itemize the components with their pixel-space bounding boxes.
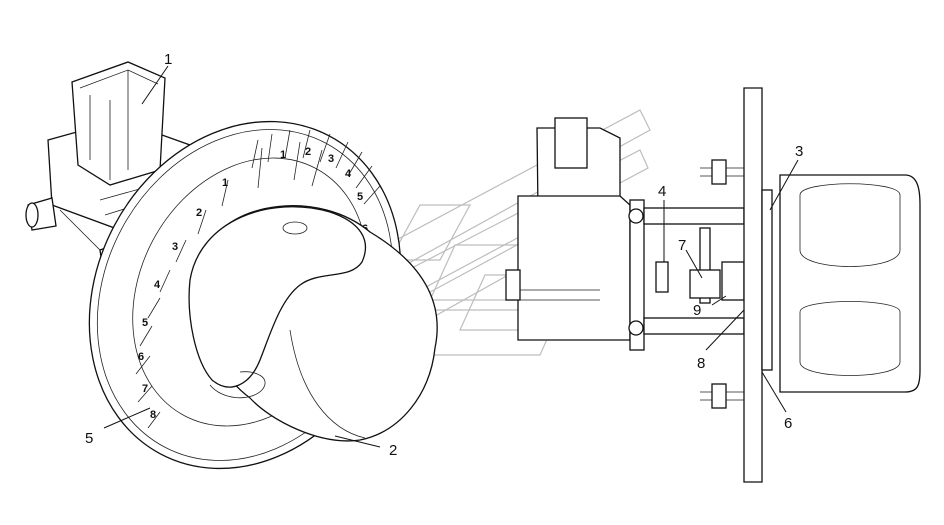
callout-8: 8	[697, 355, 705, 372]
dial-number: 6	[138, 351, 144, 363]
dial-number: 5	[142, 317, 148, 329]
dial-number: 4	[345, 168, 352, 180]
dial-number: 2	[305, 146, 311, 158]
mounting-bracket	[628, 199, 745, 351]
dial-number: 5	[357, 191, 363, 203]
callout-2: 2	[389, 442, 397, 459]
callout-1: 1	[164, 51, 172, 68]
rubber-cover	[779, 174, 921, 393]
dial-numbers: 1 2 3 4 5 6 1 2 3 4 5 6 7 8	[138, 146, 368, 421]
callout-6: 6	[784, 415, 792, 432]
dial-number: 2	[196, 207, 202, 219]
dial-tick-marks	[135, 129, 381, 429]
callout-4: 4	[658, 183, 666, 200]
control-knob	[188, 205, 438, 442]
callout-9: 9	[693, 302, 701, 319]
dial-number: 7	[142, 383, 148, 395]
mounting-plate	[700, 87, 773, 483]
valve-body	[505, 117, 631, 341]
dial-number: 1	[280, 149, 286, 161]
callout-5: 5	[85, 430, 93, 447]
callout-3: 3	[795, 143, 803, 160]
callout-leaders	[103, 65, 799, 448]
dial-number: 8	[150, 409, 156, 421]
dial-number: 3	[172, 241, 178, 253]
dial-number: 4	[154, 279, 161, 291]
callout-labels: 1 2 3 4 5 6 7 8 9	[85, 51, 803, 459]
dial-number: 3	[328, 153, 334, 165]
callout-7: 7	[678, 237, 686, 254]
dial-number: 1	[222, 177, 228, 189]
